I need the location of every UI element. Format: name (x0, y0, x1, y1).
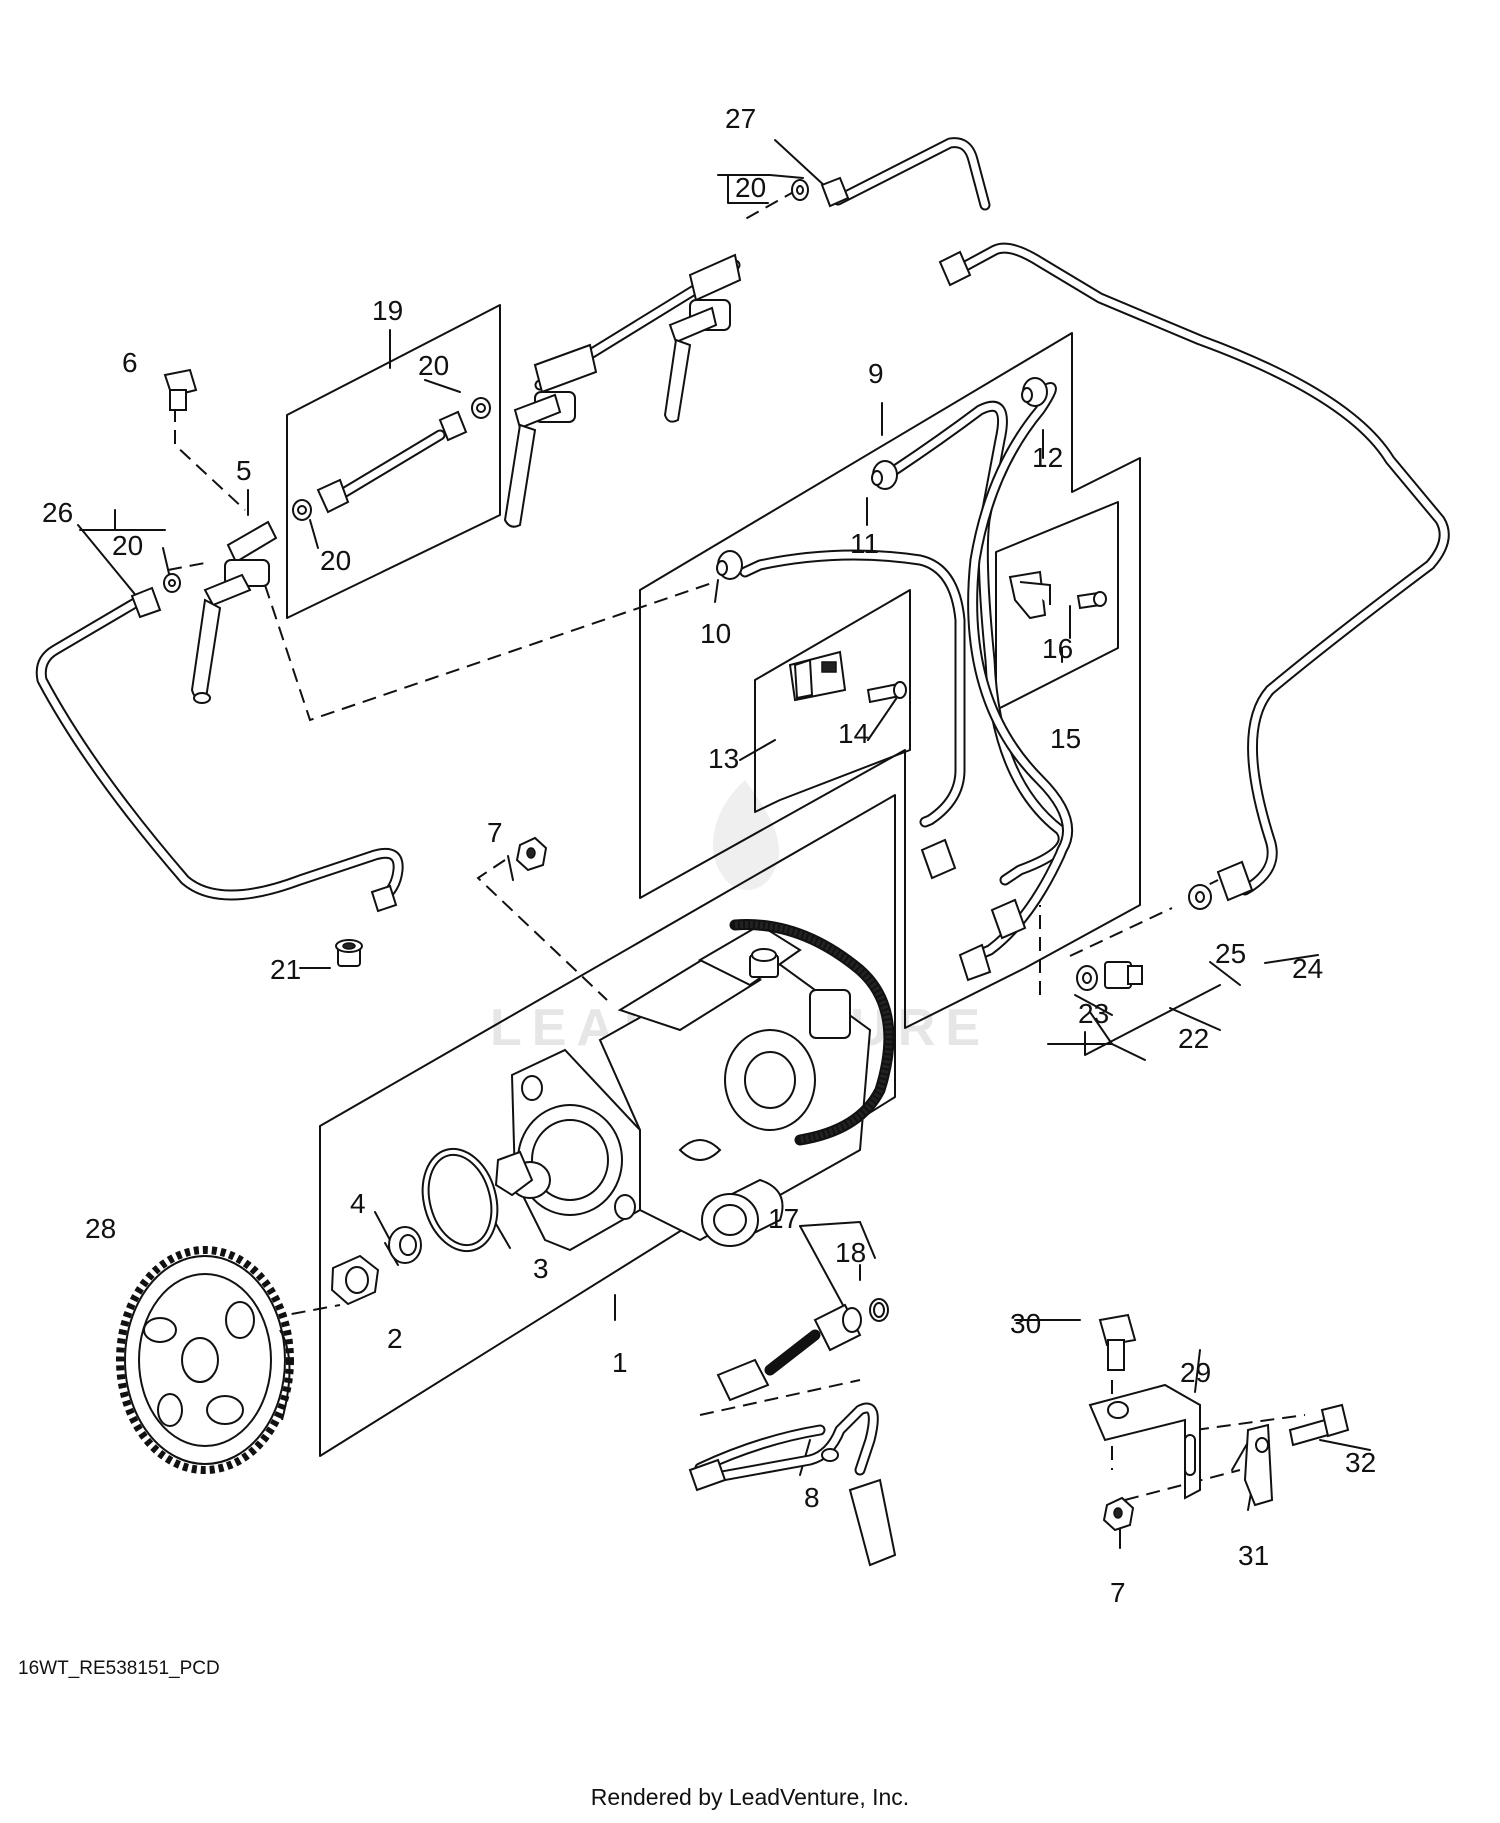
callout-19: 19 (372, 295, 403, 326)
clamp-15 (1008, 570, 1107, 620)
callout-20-top: 20 (735, 172, 766, 203)
injectors (163, 253, 742, 704)
nut-7-pump (515, 836, 548, 872)
o-ring-3 (421, 1147, 499, 1253)
callout-24: 24 (1292, 953, 1323, 984)
nut-2 (330, 1254, 380, 1306)
callout-7-bottom: 7 (1110, 1577, 1126, 1608)
callout-14: 14 (838, 718, 869, 749)
fitting-22 (1076, 961, 1143, 991)
injector-5 (190, 520, 278, 704)
callout-20-upper: 20 (418, 350, 449, 381)
injector-line-19 (292, 397, 491, 521)
callout-13: 13 (708, 743, 739, 774)
callout-labels: 1 2 3 4 5 6 7 7 8 9 10 11 12 13 14 15 16… (42, 103, 1376, 1608)
callout-28: 28 (85, 1213, 116, 1244)
callout-30: 30 (1010, 1308, 1041, 1339)
gear-28 (116, 1246, 294, 1474)
callout-4: 4 (350, 1188, 366, 1219)
shaft-nut (494, 1150, 534, 1197)
tube-nut-12-end (958, 943, 992, 982)
hex-nut-27 (820, 176, 850, 208)
callout-21: 21 (270, 954, 301, 985)
governor-spring (678, 1139, 722, 1161)
callout-20-left: 20 (112, 530, 143, 561)
callout-26: 26 (42, 497, 73, 528)
callout-5: 5 (236, 455, 252, 486)
callout-7-top: 7 (487, 817, 503, 848)
group-outline-19 (286, 304, 501, 619)
callout-17: 17 (768, 1203, 799, 1234)
group-outline-15 (995, 501, 1119, 711)
plate-31 (1243, 1423, 1274, 1507)
callout-10: 10 (700, 618, 731, 649)
callout-18: 18 (835, 1237, 866, 1268)
callout-11: 11 (850, 528, 879, 559)
group-outline-1 (319, 794, 896, 1457)
callout-3: 3 (533, 1253, 549, 1284)
fitting-21 (335, 939, 363, 967)
bolt-32 (1288, 1403, 1350, 1447)
clamp-13 (788, 650, 907, 704)
callout-25: 25 (1215, 938, 1246, 969)
callout-29: 29 (1180, 1357, 1211, 1388)
callout-22: 22 (1178, 1023, 1209, 1054)
group-outline-13 (754, 589, 911, 813)
callout-9: 9 (868, 358, 884, 389)
group-outline-9 (639, 332, 1141, 1029)
document-id: 16WT_RE538151_PCD (18, 1658, 220, 1679)
harness-8 (688, 1358, 897, 1567)
callout-32: 32 (1345, 1447, 1376, 1478)
injector-mid (503, 343, 598, 528)
callout-20-lower: 20 (320, 545, 351, 576)
harness-connector (848, 1478, 897, 1567)
callout-1: 1 (612, 1347, 628, 1378)
bolt-30 (1098, 1313, 1137, 1371)
washer-4 (388, 1226, 422, 1264)
callout-16: 16 (1042, 633, 1073, 664)
callout-31: 31 (1238, 1540, 1269, 1571)
tube-nut-10-end (920, 838, 957, 880)
tube-nut-24 (1216, 860, 1254, 902)
screw-16 (1076, 591, 1107, 610)
tube-nut-21-end (370, 884, 398, 913)
bolt-6 (163, 368, 198, 411)
callout-27: 27 (725, 103, 756, 134)
tube-nut-11-end (990, 898, 1027, 940)
dashed-alignment-lines (167, 189, 1306, 1501)
speed-sensor-17 (764, 1298, 889, 1376)
screw-14 (866, 681, 907, 704)
tube-nut-26 (130, 586, 162, 619)
injector-right (663, 253, 742, 423)
nut-7-bracket (1102, 1496, 1135, 1532)
fuel-injection-pump (494, 919, 895, 1252)
footer-credit: Rendered by LeadVenture, Inc. (590, 1784, 910, 1810)
bracket-29 (1088, 1383, 1201, 1500)
callout-6: 6 (122, 347, 138, 378)
callout-2: 2 (387, 1323, 403, 1354)
callout-15: 15 (1050, 723, 1081, 754)
fittings (130, 176, 1254, 991)
callout-23: 23 (1078, 998, 1109, 1029)
tube-nut-24-top (938, 250, 972, 287)
callout-8: 8 (804, 1482, 820, 1513)
callout-12: 12 (1032, 442, 1063, 473)
